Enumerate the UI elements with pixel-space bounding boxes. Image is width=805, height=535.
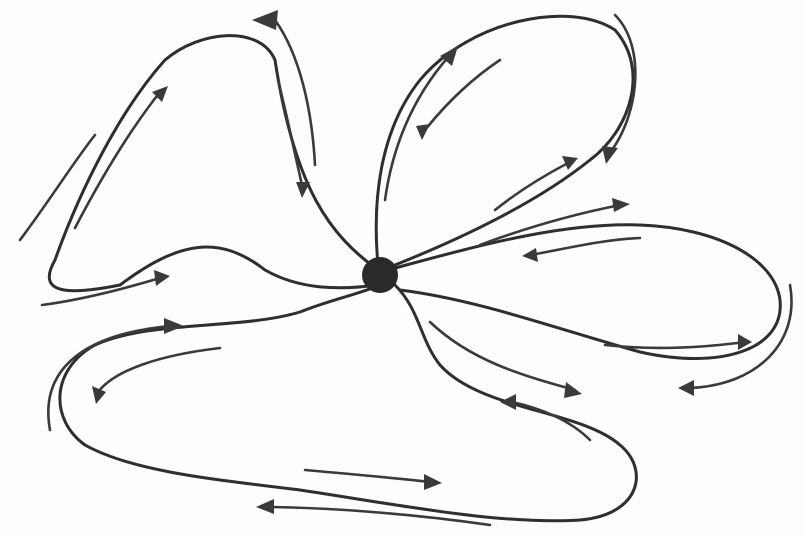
arrowhead-lower-left-inner: [92, 386, 106, 404]
arrowhead-top-right-side: [602, 146, 618, 164]
petal-top-right-loop: [376, 16, 633, 265]
flow-arrow-bottom-lower: [270, 507, 490, 525]
arrowhead-top-left-outer: [252, 10, 278, 30]
arrowhead-right-middle: [522, 248, 538, 262]
arrowhead-lower-left-outer: [164, 318, 184, 334]
arrowhead-bottom-lower: [256, 499, 274, 514]
center-node: [362, 257, 398, 293]
flow-arrows: [20, 10, 792, 525]
flow-arrow-top-right-lower: [495, 162, 570, 210]
arrowhead-bottom-middle: [424, 474, 442, 490]
petal-lower-right-loop: [60, 285, 636, 521]
flow-arrow-bottom-middle: [305, 470, 430, 482]
flow-arrow-left-inner: [75, 92, 160, 228]
arrowhead-top-left-inner: [296, 182, 310, 198]
flow-arrow-left-bottom: [42, 278, 160, 305]
arrowhead-top-right-lower: [562, 156, 578, 170]
arrowhead-lower-right-b: [500, 394, 516, 410]
flow-arrow-top-left-inner: [278, 80, 302, 185]
flow-arrow-right-inner: [605, 342, 745, 348]
arrowhead-top-right-inner: [416, 124, 430, 140]
flow-arrow-lower-left-outer: [48, 326, 170, 430]
petal-upper-left-loop: [49, 36, 378, 291]
arrowhead-left-bottom: [154, 270, 170, 286]
flow-arrow-lower-right-a: [430, 322, 575, 390]
flow-arrow-right-middle: [530, 238, 640, 255]
flow-arrow-lower-left-inner: [98, 348, 220, 392]
arrowhead-right-outer: [678, 380, 694, 396]
arrowhead-lower-right-a: [564, 382, 582, 398]
arrowhead-right-upper: [612, 198, 630, 212]
